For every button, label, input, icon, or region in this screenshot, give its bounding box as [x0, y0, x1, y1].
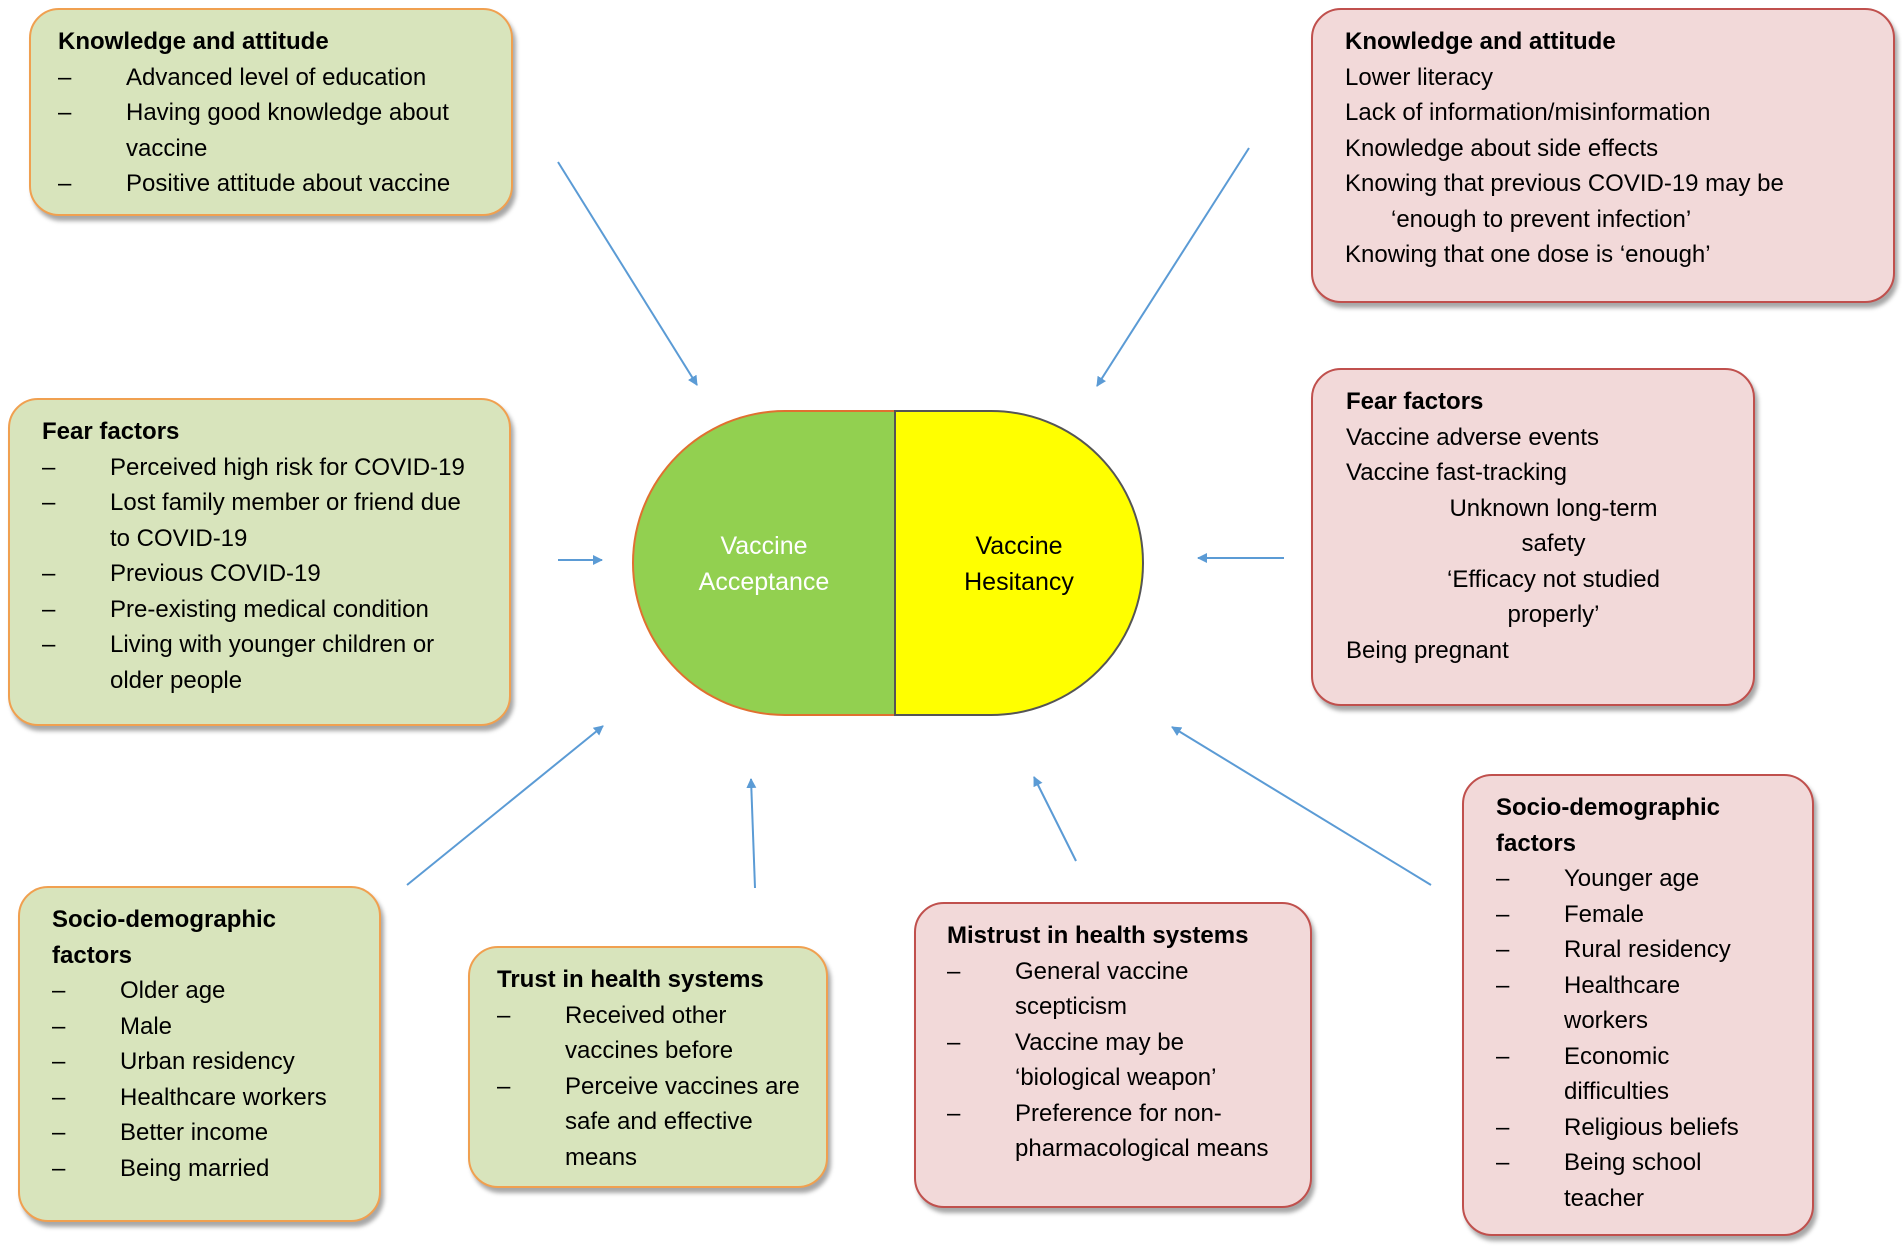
- list-item: –Economic difficulties: [1496, 1042, 1670, 1106]
- list-item: –Pre-existing medical condition: [42, 595, 429, 623]
- list-item: –Male: [52, 1012, 173, 1040]
- list-item: Vaccine fast-tracking: [1346, 459, 1567, 486]
- list-item: –Advanced level of education: [58, 63, 427, 91]
- list-item: –Religious beliefs: [1496, 1113, 1739, 1141]
- list-item: –Previous COVID-19: [42, 560, 321, 587]
- acceptance-sociodemographic-box: Socio-demographic factors –Older age –Ma…: [18, 886, 381, 1222]
- acceptance-fear-box: Fear factors –Perceived high risk for CO…: [8, 398, 511, 726]
- list-item: –Rural residency: [1496, 936, 1731, 963]
- list-item: Unknown long-term safety: [1449, 494, 1658, 558]
- hesitancy-fear-title: Fear factors: [1346, 388, 1484, 415]
- acceptance-trust-title: Trust in health systems: [497, 966, 764, 993]
- hesitancy-fear-box: Fear factors Vaccine adverse events Vacc…: [1311, 368, 1755, 706]
- list-item: Being pregnant: [1346, 636, 1509, 664]
- list-item: –Older age: [52, 977, 226, 1004]
- acceptance-knowledge-box: Knowledge and attitude –Advanced level o…: [29, 8, 513, 216]
- vaccine-acceptance-label: Vaccine Acceptance: [698, 532, 830, 596]
- list-item: Lower literacy: [1345, 63, 1494, 91]
- list-item: –Received other vaccines before: [497, 1001, 734, 1065]
- list-item: Vaccine adverse events: [1346, 423, 1600, 451]
- hesitancy-knowledge-title: Knowledge and attitude: [1345, 28, 1616, 55]
- vaccine-hesitancy-label: Vaccine Hesitancy: [964, 532, 1074, 596]
- list-item: –Perceive vaccines are safe and effectiv…: [497, 1072, 800, 1171]
- arrow-knowledge-acceptance: [557, 161, 698, 386]
- vaccine-capsule: Vaccine Acceptance Vaccine Hesitancy: [632, 410, 1144, 716]
- list-item: –Having good knowledge about vaccine: [58, 99, 449, 162]
- list-item: –Urban residency: [52, 1048, 295, 1075]
- list-item: –Lost family member or friend due to COV…: [42, 489, 461, 552]
- list-item: –Better income: [52, 1119, 269, 1146]
- list-item: –Preference for non-pharmacological mean…: [947, 1099, 1269, 1163]
- list-item: –Living with younger children or older p…: [42, 631, 435, 694]
- list-item: Knowing that previous COVID-19 may be: [1345, 170, 1784, 197]
- list-item: –Being married: [52, 1154, 270, 1182]
- acceptance-trust-box: Trust in health systems –Received other …: [468, 946, 828, 1188]
- arrow-sociodemographic-hesitancy: [1171, 726, 1432, 886]
- hesitancy-sociodemographic-box: Socio-demographic factors –Younger age –…: [1462, 774, 1814, 1236]
- hesitancy-knowledge-box: Knowledge and attitude Lower literacy La…: [1311, 8, 1895, 303]
- hesitancy-mistrust-box: Mistrust in health systems –General vacc…: [914, 902, 1312, 1208]
- arrow-knowledge-hesitancy: [1096, 147, 1250, 387]
- list-item: Lack of information/misinformation: [1345, 99, 1711, 126]
- hesitancy-mistrust-title: Mistrust in health systems: [947, 922, 1249, 949]
- list-item: –Healthcare workers: [1496, 971, 1681, 1035]
- list-item: –Being school teacher: [1496, 1149, 1702, 1212]
- arrow-trust-acceptance: [746, 778, 757, 889]
- list-item: –Younger age: [1496, 865, 1700, 892]
- list-item: ‘enough to prevent infection’: [1391, 205, 1692, 233]
- list-item: Knowledge about side effects: [1345, 134, 1659, 162]
- acceptance-fear-title: Fear factors: [42, 418, 180, 445]
- list-item: –Female: [1496, 900, 1645, 928]
- vaccine-acceptance-half: Vaccine Acceptance: [632, 410, 894, 716]
- list-item: –Healthcare workers: [52, 1083, 327, 1111]
- list-item: ‘Efficacy not studied properly’: [1446, 565, 1660, 629]
- acceptance-sociodemographic-title: Socio-demographic factors: [52, 906, 277, 969]
- arrow-mistrust-hesitancy: [1033, 776, 1077, 862]
- arrow-sociodemographic-acceptance: [406, 725, 604, 886]
- acceptance-knowledge-title: Knowledge and attitude: [58, 28, 329, 55]
- list-item: –Positive attitude about vaccine: [58, 170, 451, 197]
- list-item: –Vaccine may be ‘biological weapon’: [947, 1028, 1217, 1092]
- list-item: –Perceived high risk for COVID-19: [42, 453, 465, 481]
- list-item: Knowing that one dose is ‘enough’: [1345, 241, 1711, 268]
- hesitancy-sociodemographic-title: Socio-demographic factors: [1496, 794, 1721, 857]
- vaccine-hesitancy-half: Vaccine Hesitancy: [894, 410, 1144, 716]
- list-item: –General vaccine scepticism: [947, 957, 1189, 1021]
